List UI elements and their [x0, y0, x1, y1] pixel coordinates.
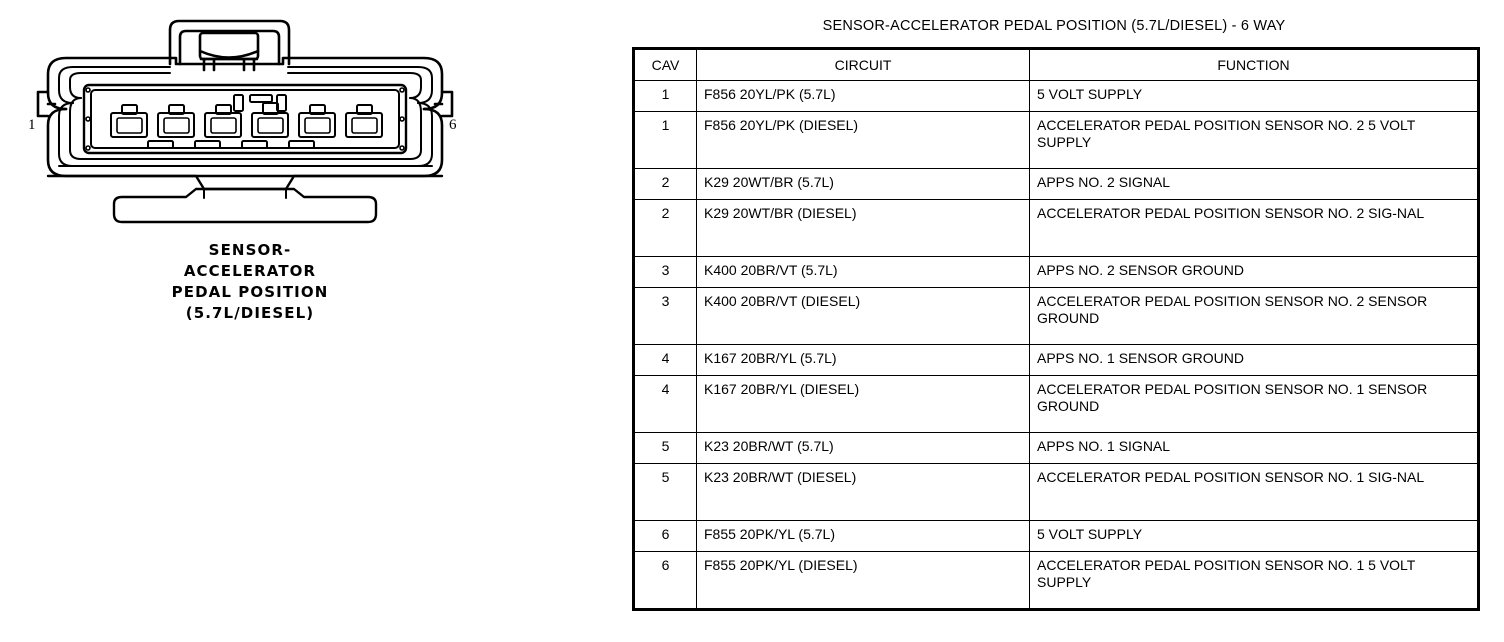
cell-circuit: K400 20BR/VT (DIESEL): [696, 287, 1030, 345]
pinout-table-panel: SENSOR-ACCELERATOR PEDAL POSITION (5.7L/…: [630, 0, 1490, 642]
cell-circuit: K167 20BR/YL (DIESEL): [696, 375, 1030, 433]
cell-function: ACCELERATOR PEDAL POSITION SENSOR NO. 1 …: [1029, 375, 1479, 433]
cell-function: ACCELERATOR PEDAL POSITION SENSOR NO. 1 …: [1029, 463, 1479, 521]
column-header-function: FUNCTION: [1029, 48, 1479, 81]
table-title: SENSOR-ACCELERATOR PEDAL POSITION (5.7L/…: [822, 18, 1286, 34]
cavity-6: [345, 104, 383, 138]
cell-circuit: F856 20YL/PK (DIESEL): [696, 111, 1030, 169]
connector-shell-contours: [58, 66, 433, 167]
cell-circuit: F855 20PK/YL (DIESEL): [696, 551, 1030, 610]
cell-function: ACCELERATOR PEDAL POSITION SENSOR NO. 2 …: [1029, 287, 1479, 345]
cavity-3: [204, 104, 242, 138]
cell-function: ACCELERATOR PEDAL POSITION SENSOR NO. 1 …: [1029, 551, 1479, 610]
cell-circuit: F856 20YL/PK (5.7L): [696, 80, 1030, 112]
connector-side-latch-right: [433, 90, 454, 118]
cell-circuit: K23 20BR/WT (DIESEL): [696, 463, 1030, 521]
cell-cav: 4: [633, 344, 697, 376]
cell-circuit: K400 20BR/VT (5.7L): [696, 256, 1030, 288]
connector-caption: SENSOR- ACCELERATOR PEDAL POSITION (5.7L…: [20, 240, 480, 324]
connector-keying-slots: [233, 94, 287, 112]
connector-terminal-deck: [82, 83, 408, 155]
cavity-2: [157, 104, 195, 138]
cell-cav: 2: [633, 168, 697, 200]
cell-circuit: K23 20BR/WT (5.7L): [696, 432, 1030, 464]
cell-function: ACCELERATOR PEDAL POSITION SENSOR NO. 2 …: [1029, 199, 1479, 257]
cell-function: APPS NO. 1 SENSOR GROUND: [1029, 344, 1479, 376]
cell-cav: 6: [633, 520, 697, 552]
connector-latch-tower: [168, 19, 291, 72]
cell-circuit: F855 20PK/YL (5.7L): [696, 520, 1030, 552]
connector-side-latch-left: [36, 90, 57, 118]
cell-function: 5 VOLT SUPPLY: [1029, 80, 1479, 112]
cell-function: ACCELERATOR PEDAL POSITION SENSOR NO. 2 …: [1029, 111, 1479, 169]
column-header-circuit: CIRCUIT: [696, 48, 1030, 81]
connector-lower-slots: [147, 140, 315, 149]
cell-cav: 6: [633, 551, 697, 610]
cell-function: 5 VOLT SUPPLY: [1029, 520, 1479, 552]
pin-number-6-label: 6: [449, 117, 457, 133]
cavity-5: [298, 104, 336, 138]
cell-cav: 3: [633, 256, 697, 288]
connector-cavities: [110, 102, 383, 138]
caption-line-1: SENSOR-: [208, 241, 292, 259]
cell-circuit: K29 20WT/BR (DIESEL): [696, 199, 1030, 257]
cell-cav: 3: [633, 287, 697, 345]
cell-function: APPS NO. 2 SIGNAL: [1029, 168, 1479, 200]
cavity-1: [110, 104, 148, 138]
cell-cav: 1: [633, 111, 697, 169]
caption-line-3: PEDAL POSITION: [171, 283, 329, 301]
cell-function: APPS NO. 2 SENSOR GROUND: [1029, 256, 1479, 288]
caption-line-4: (5.7L/DIESEL): [185, 304, 315, 322]
cell-cav: 1: [633, 80, 697, 112]
cell-function: APPS NO. 1 SIGNAL: [1029, 432, 1479, 464]
cavity-4: [251, 102, 289, 138]
pin-number-1-label: 1: [28, 117, 36, 133]
cell-cav: 4: [633, 375, 697, 433]
connector-illustration-panel: 1 6 SENSOR- ACCELERATOR PEDAL POSITION (…: [0, 0, 620, 642]
cell-cav: 5: [633, 463, 697, 521]
column-header-cav: CAV: [633, 48, 697, 81]
cell-cav: 5: [633, 432, 697, 464]
caption-line-2: ACCELERATOR: [183, 262, 317, 280]
table-header-row: CAV CIRCUIT FUNCTION: [633, 48, 1479, 81]
cell-circuit: K29 20WT/BR (5.7L): [696, 168, 1030, 200]
connector-outer-shell: [46, 56, 444, 178]
cell-circuit: K167 20BR/YL (5.7L): [696, 344, 1030, 376]
cell-cav: 2: [633, 199, 697, 257]
connector-face-drawing: [18, 8, 478, 238]
connector-bottom-skirt: [46, 165, 444, 224]
